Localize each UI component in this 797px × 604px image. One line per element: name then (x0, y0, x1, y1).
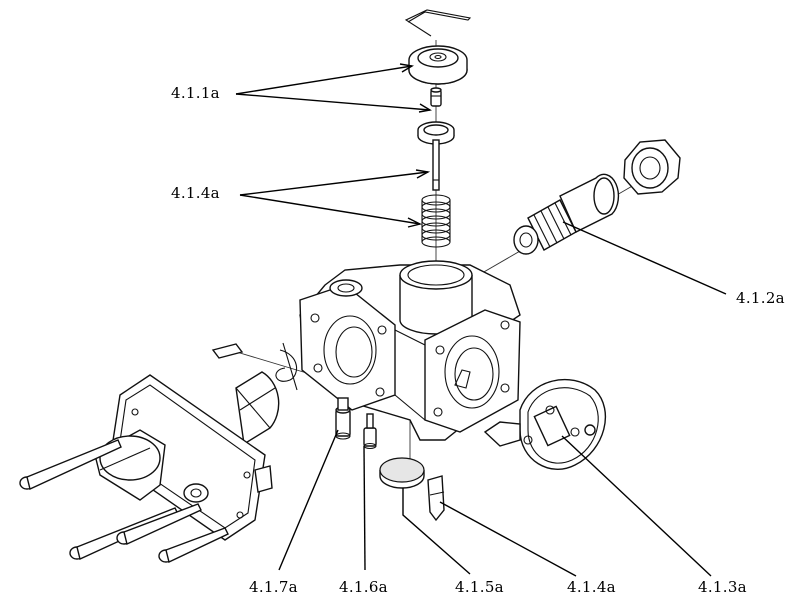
label-4-1-4a-top: 4.1.4a (171, 184, 220, 202)
pressure-nipple-small (363, 413, 377, 450)
leader-416a (363, 445, 366, 571)
cam-disc-part (235, 371, 280, 446)
label-4-1-1a: 4.1.1a (171, 84, 220, 102)
screw-4 (158, 527, 229, 563)
cover-plate-part (483, 378, 607, 470)
leader-414a-b (239, 194, 421, 225)
screw-3 (116, 503, 202, 545)
arrow-414a-head-a (415, 169, 431, 179)
retaining-clip-part (211, 342, 298, 391)
mounting-screws (19, 439, 229, 563)
filter-cartridge-part (513, 173, 620, 255)
leader-411a-a (235, 65, 413, 95)
arrow-411a-head-b (418, 103, 432, 113)
leader-414a-a (239, 171, 429, 196)
leader-414a-bottom (439, 501, 577, 577)
label-4-1-2a: 4.1.2a (736, 289, 785, 307)
leader-415a (402, 488, 471, 575)
label-4-1-4a-bottom: 4.1.4a (567, 578, 616, 596)
leader-413a (561, 435, 712, 577)
label-4-1-7a: 4.1.7a (249, 578, 298, 596)
filter-disc-part (379, 457, 425, 489)
leader-412a (562, 221, 727, 295)
spring-part (421, 194, 451, 248)
main-valve-body (299, 260, 521, 441)
label-4-1-5a: 4.1.5a (455, 578, 504, 596)
screw-1 (19, 439, 122, 490)
arrow-411a-head-a (399, 63, 414, 73)
hex-nut-part (623, 139, 681, 195)
leader-411a-b (235, 93, 431, 111)
top-cap-part (408, 45, 468, 85)
valve-disc-stem-part (417, 121, 455, 191)
small-valve-insert-part (427, 475, 445, 522)
arrow-414a-head-b (407, 217, 423, 228)
label-4-1-6a: 4.1.6a (339, 578, 388, 596)
label-4-1-3a: 4.1.3a (698, 578, 747, 596)
pressure-nipple-large (335, 397, 351, 440)
hex-key-tool (404, 9, 472, 37)
leader-lines (235, 63, 727, 577)
small-screw-part (430, 87, 442, 107)
leader-417a (278, 429, 339, 571)
